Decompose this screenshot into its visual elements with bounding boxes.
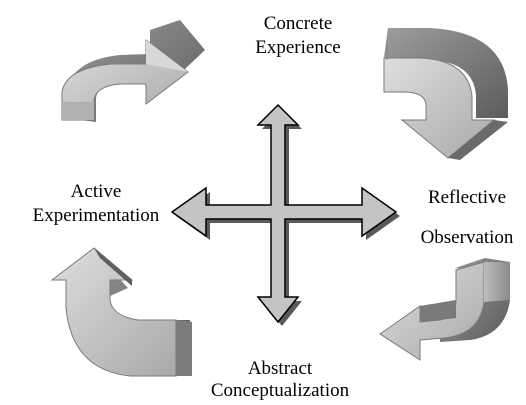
label-reflective-observation: Reflective Observation [408, 178, 526, 258]
label-abstract-conceptualization-line1: Abstract [247, 358, 313, 379]
central-cross-arrow [170, 103, 400, 326]
label-reflective-observation-line2: Observation [420, 227, 514, 248]
label-concrete-experience: Concrete Experience [228, 12, 368, 60]
label-concrete-experience-line1: Concrete [263, 13, 333, 34]
curved-arrow-top-right [383, 28, 508, 160]
label-abstract-conceptualization: Abstract Conceptualization [198, 358, 362, 402]
label-active-experimentation-line2: Experimentation [32, 205, 160, 226]
label-concrete-experience-line2: Experience [255, 37, 341, 58]
label-abstract-conceptualization-line2: Conceptualization [210, 380, 350, 401]
curved-arrow-bottom-right [379, 258, 510, 361]
curved-arrow-top-left [61, 20, 205, 122]
curved-arrow-bottom-left [50, 247, 192, 377]
label-active-experimentation-line1: Active [70, 181, 122, 202]
label-active-experimentation: Active Experimentation [26, 180, 166, 228]
label-reflective-observation-line1: Reflective [427, 187, 507, 208]
